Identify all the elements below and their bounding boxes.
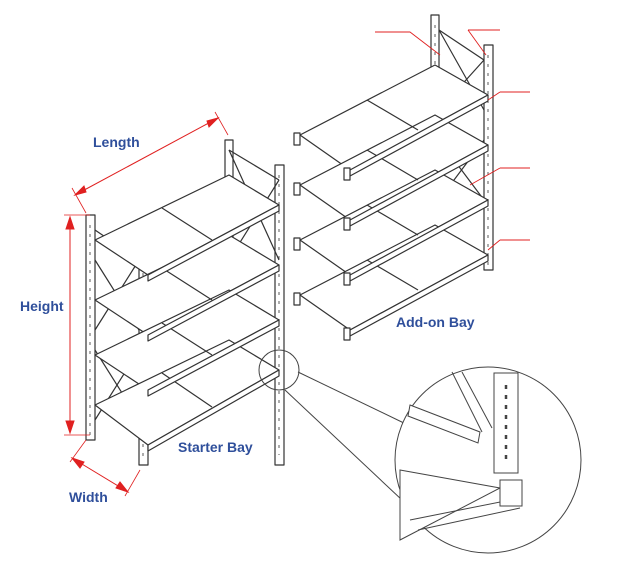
detail-magnified-view <box>399 371 523 541</box>
add-on-bay <box>293 14 530 341</box>
dimension-lines <box>64 111 229 497</box>
starter-upright-holes <box>89 175 280 460</box>
width-label: Width <box>69 489 108 505</box>
add-on-shelves <box>293 64 489 341</box>
detail-callout <box>258 349 582 554</box>
starter-bay-label: Starter Bay <box>178 439 253 455</box>
starter-bay <box>85 139 285 466</box>
add-on-leader-lines <box>375 29 530 251</box>
length-label: Length <box>93 134 140 150</box>
height-label: Height <box>20 298 64 314</box>
starter-shelves <box>94 174 280 452</box>
detail-small-circle <box>258 349 300 391</box>
add-on-bay-label: Add-on Bay <box>396 314 475 330</box>
length-dimension-line <box>74 117 219 196</box>
